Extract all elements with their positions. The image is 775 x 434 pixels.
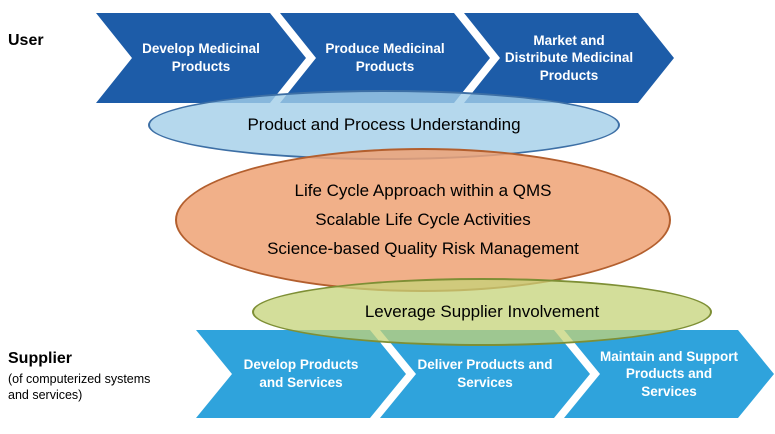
user-arrow-market-distribute: Market and Distribute Medicinal Products (464, 13, 674, 103)
ellipse-leverage-supplier-involvement: Leverage Supplier Involvement (252, 278, 712, 346)
ellipse-blue-label: Product and Process Understanding (247, 115, 521, 134)
user-arrow-develop-label: Develop Medicinal Products (142, 41, 260, 74)
ellipse-life-cycle-qms: Life Cycle Approach within a QMS Scalabl… (175, 148, 671, 292)
supplier-arrow-maintain-support: Maintain and Support Products and Servic… (564, 330, 774, 418)
supplier-arrow-develop: Develop Products and Services (196, 330, 406, 418)
supplier-note: (of computerized systems and services) (8, 372, 151, 402)
supplier-arrow-deliver-label: Deliver Products and Services (417, 357, 553, 390)
user-arrow-market-distribute-label: Market and Distribute Medicinal Products (504, 32, 634, 83)
supplier-arrow-deliver: Deliver Products and Services (380, 330, 590, 418)
supplier-arrow-maintain-support-label: Maintain and Support Products and Servic… (600, 348, 738, 399)
ellipse-green-label: Leverage Supplier Involvement (364, 302, 600, 321)
orange-line-science-based: Science-based Quality Risk Management (267, 239, 579, 258)
orange-line-scalable: Scalable Life Cycle Activities (315, 210, 531, 229)
user-arrow-produce-label: Produce Medicinal Products (325, 41, 445, 74)
user-label: User (8, 32, 44, 49)
supplier-arrow-develop-label: Develop Products and Services (243, 357, 359, 390)
user-arrow-develop: Develop Medicinal Products (96, 13, 306, 103)
supplier-label: Supplier (8, 350, 73, 367)
orange-line-life-cycle: Life Cycle Approach within a QMS (294, 181, 552, 200)
